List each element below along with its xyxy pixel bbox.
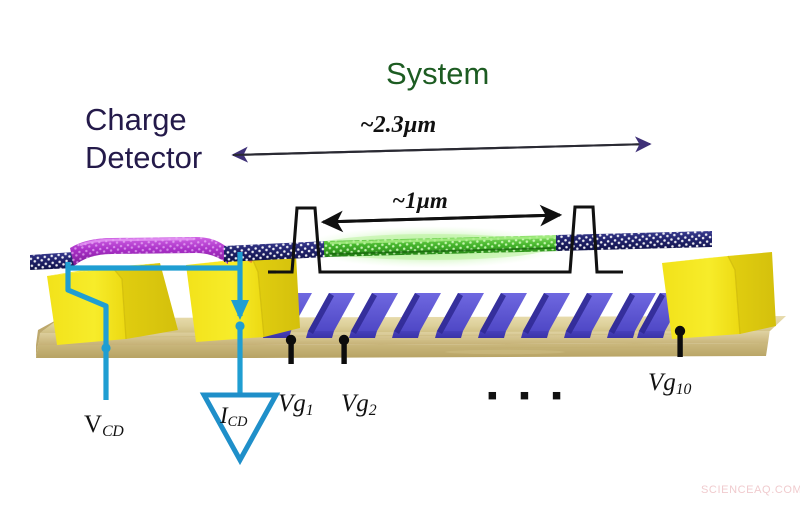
icd-terminal-label: ICD bbox=[220, 404, 247, 429]
gate-electrode bbox=[349, 293, 398, 338]
gate-electrode bbox=[435, 293, 484, 338]
vg1-symbol: Vg bbox=[278, 390, 306, 417]
gate-electrode bbox=[607, 293, 656, 338]
gate-electrode bbox=[478, 293, 527, 338]
icd-symbol: I bbox=[220, 403, 228, 428]
vg2-subscript: 2 bbox=[368, 401, 377, 419]
charge-detector-label: Charge Detector bbox=[85, 101, 202, 177]
gate-contact-pins bbox=[285, 325, 686, 364]
gate-electrode bbox=[564, 293, 613, 338]
nanotube-segment-blue-left bbox=[30, 252, 74, 270]
watermark: SCIENCEAQ.COM bbox=[701, 484, 800, 496]
vg10-subscript: 10 bbox=[675, 380, 692, 398]
nanotube-segment-green-system bbox=[324, 235, 560, 257]
vg10-symbol: Vg bbox=[648, 369, 676, 396]
gate-electrode bbox=[306, 293, 355, 338]
contact-pin bbox=[674, 325, 686, 357]
nanotube-segment-blue-middle bbox=[224, 241, 328, 262]
vg10-label: Vg10 bbox=[648, 370, 691, 398]
well-dimension-label: ~1µm bbox=[392, 188, 448, 213]
ammeter-symbol bbox=[199, 392, 281, 466]
contact-pin bbox=[338, 334, 350, 364]
potential-barrier-profile bbox=[268, 205, 623, 274]
dimension-arrow-system bbox=[231, 136, 652, 163]
carbon-nanotube bbox=[30, 226, 712, 270]
vg2-label: Vg2 bbox=[341, 390, 377, 419]
vcd-wire bbox=[65, 262, 109, 400]
nanotube-segment-blue-right bbox=[556, 231, 712, 251]
dimension-arrow-well bbox=[320, 204, 563, 233]
contact-pin bbox=[285, 334, 297, 364]
system-label: System bbox=[386, 56, 490, 91]
icd-subscript: CD bbox=[227, 414, 248, 431]
drain-electrode-middle bbox=[186, 255, 300, 342]
vg1-subscript: 1 bbox=[305, 401, 314, 419]
gate-electrode bbox=[521, 293, 570, 338]
vcd-terminal-label: VCD bbox=[84, 412, 124, 440]
contact-electrode-right bbox=[662, 252, 776, 339]
charge-detector-line-1: Charge bbox=[85, 102, 187, 137]
vg1-label: Vg1 bbox=[278, 390, 314, 419]
vcd-subscript: CD bbox=[102, 422, 124, 440]
system-dimension-label: ~2.3µm bbox=[360, 112, 437, 138]
gate-ellipsis: ▪ ▪ ▪ bbox=[487, 379, 569, 412]
vcd-symbol: V bbox=[84, 411, 103, 438]
current-direction-arrow bbox=[101, 300, 249, 353]
gate-electrode bbox=[392, 293, 441, 338]
nanotube-segment-purple-charge-detector bbox=[70, 237, 228, 266]
charge-detector-line-2: Detector bbox=[85, 139, 203, 175]
vg2-symbol: Vg bbox=[341, 390, 369, 417]
